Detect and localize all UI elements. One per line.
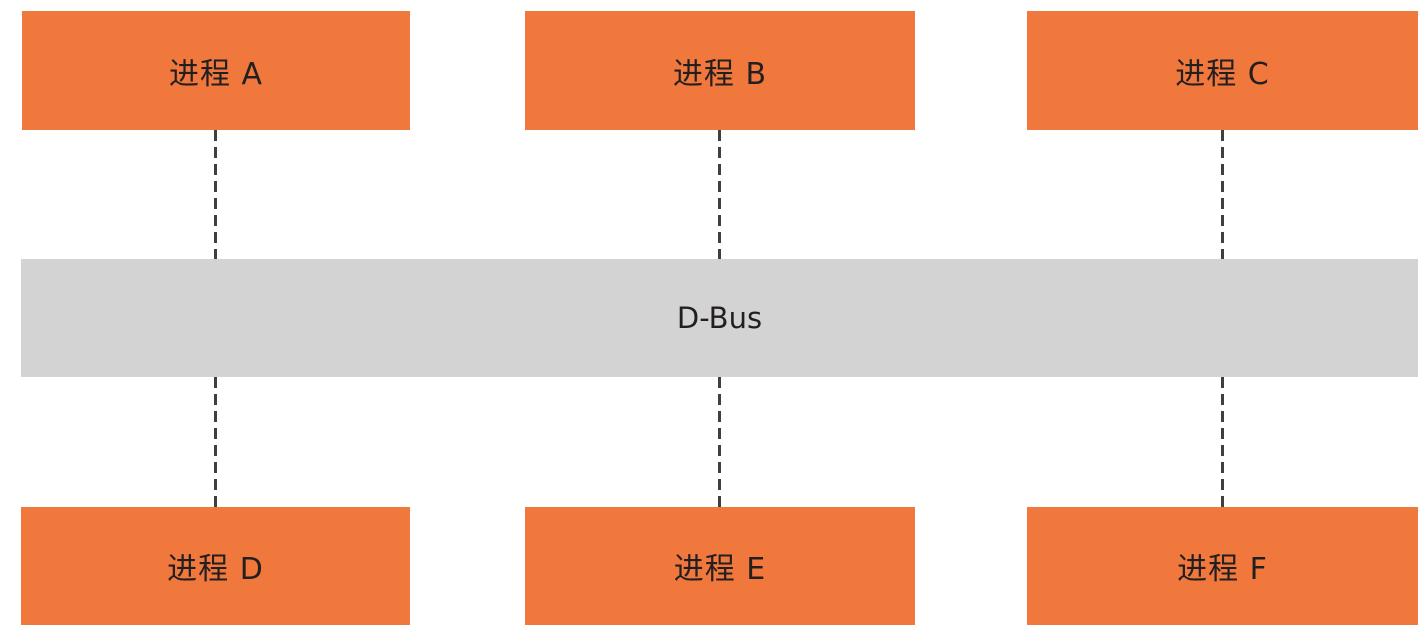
dbus-bar: D-Bus: [21, 259, 1418, 377]
process-d-box: 进程 D: [21, 507, 410, 625]
process-f-label: 进程 F: [1177, 552, 1268, 587]
process-a-box: 进程 A: [22, 11, 410, 130]
connector-a-to-bus: [214, 130, 217, 259]
process-e-box: 进程 E: [525, 507, 915, 625]
connector-bus-to-e: [718, 377, 721, 507]
process-d-label: 进程 D: [167, 552, 264, 587]
process-a-label: 进程 A: [168, 56, 264, 92]
process-c-label: 进程 C: [1175, 56, 1270, 92]
connector-c-to-bus: [1221, 130, 1224, 259]
process-b-box: 进程 B: [525, 11, 915, 130]
connector-bus-to-d: [214, 377, 217, 507]
dbus-label: D-Bus: [676, 301, 763, 335]
connector-b-to-bus: [718, 130, 721, 259]
process-b-label: 进程 B: [672, 56, 768, 92]
connector-bus-to-f: [1221, 377, 1224, 507]
process-c-box: 进程 C: [1027, 11, 1418, 130]
process-f-box: 进程 F: [1027, 507, 1418, 625]
process-e-label: 进程 E: [673, 552, 767, 587]
